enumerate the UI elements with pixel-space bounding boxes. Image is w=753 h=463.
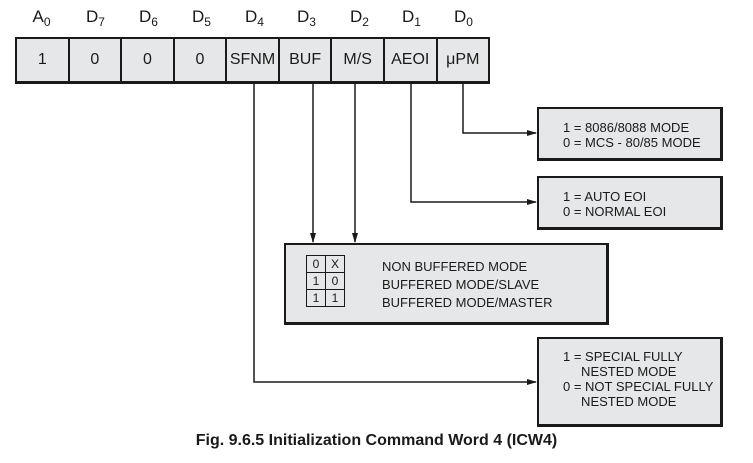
register-cell-ms: M/S xyxy=(332,39,385,81)
bit-label-d4: D4 xyxy=(245,7,264,29)
bit-label-d3: D3 xyxy=(297,7,316,29)
buffer-mode-label: BUFFERED MODE/SLAVE xyxy=(382,277,540,292)
aeoi-mode-box: 1 = AUTO EOI 0 = NORMAL EOI xyxy=(537,176,723,230)
bit-label-d0: D0 xyxy=(454,7,473,29)
register-cell-d6: 0 xyxy=(122,39,175,81)
truth-buf: 1 xyxy=(306,289,326,307)
truth-ms: 1 xyxy=(325,289,345,307)
upm-option-0: 0 = MCS - 80/85 MODE xyxy=(563,135,701,150)
register-cell-d5: 0 xyxy=(175,39,228,81)
buffer-mode-label: NON BUFFERED MODE xyxy=(382,259,528,274)
bit-label-d2: D2 xyxy=(350,7,369,29)
buffer-mode-box: 0 X 1 0 1 1 NON BUFFERED MODE BUFFERED M… xyxy=(284,243,609,325)
register-cell-buf: BUF xyxy=(280,39,333,81)
truth-buf: 1 xyxy=(306,272,326,290)
aeoi-option-1: 1 = AUTO EOI xyxy=(563,189,647,204)
sfnm-mode-box: 1 = SPECIAL FULLY NESTED MODE 0 = NOT SP… xyxy=(537,337,723,427)
bit-label-a0: A0 xyxy=(32,7,51,29)
register-cell-a0: 1 xyxy=(17,39,70,81)
bit-label-d5: D5 xyxy=(192,7,211,29)
sfnm-option-0-cont: NESTED MODE xyxy=(563,394,677,409)
icw4-register: 1 0 0 0 SFNM BUF M/S AEOI μPM xyxy=(15,37,490,84)
aeoi-connector xyxy=(410,84,537,205)
bit-label-d6: D6 xyxy=(139,7,158,29)
truth-ms: X xyxy=(325,255,345,273)
sfnm-option-1: 1 = SPECIAL FULLY xyxy=(563,349,683,364)
truth-buf: 0 xyxy=(306,255,326,273)
sfnm-option-1-cont: NESTED MODE xyxy=(563,364,677,379)
upm-mode-box: 1 = 8086/8088 MODE 0 = MCS - 80/85 MODE xyxy=(537,107,723,161)
figure-caption: Fig. 9.6.5 Initialization Command Word 4… xyxy=(195,432,558,449)
register-cell-upm: μPM xyxy=(446,51,480,68)
bit-label-d1: D1 xyxy=(402,7,421,29)
truth-row: 0 X xyxy=(306,255,345,273)
aeoi-option-0: 0 = NORMAL EOI xyxy=(563,204,667,219)
sfnm-connector xyxy=(253,84,537,385)
truth-row: 1 1 xyxy=(306,289,345,307)
sfnm-option-0: 0 = NOT SPECIAL FULLY xyxy=(563,379,714,394)
register-cell-sfnm: SFNM xyxy=(227,39,280,81)
upm-option-1: 1 = 8086/8088 MODE xyxy=(563,120,690,135)
buffer-mode-label: BUFFERED MODE/MASTER xyxy=(382,295,553,310)
bit-label-d7: D7 xyxy=(86,7,105,29)
register-cell-aeoi: AEOI xyxy=(385,39,438,81)
buffer-mode-labels: NON BUFFERED MODE BUFFERED MODE/SLAVE BU… xyxy=(382,258,552,312)
register-cell-d7: 0 xyxy=(70,39,123,81)
truth-row: 1 0 xyxy=(306,272,345,290)
truth-ms: 0 xyxy=(325,272,345,290)
upm-connector xyxy=(462,84,537,136)
buf-ms-truth-table: 0 X 1 0 1 1 xyxy=(306,255,345,307)
